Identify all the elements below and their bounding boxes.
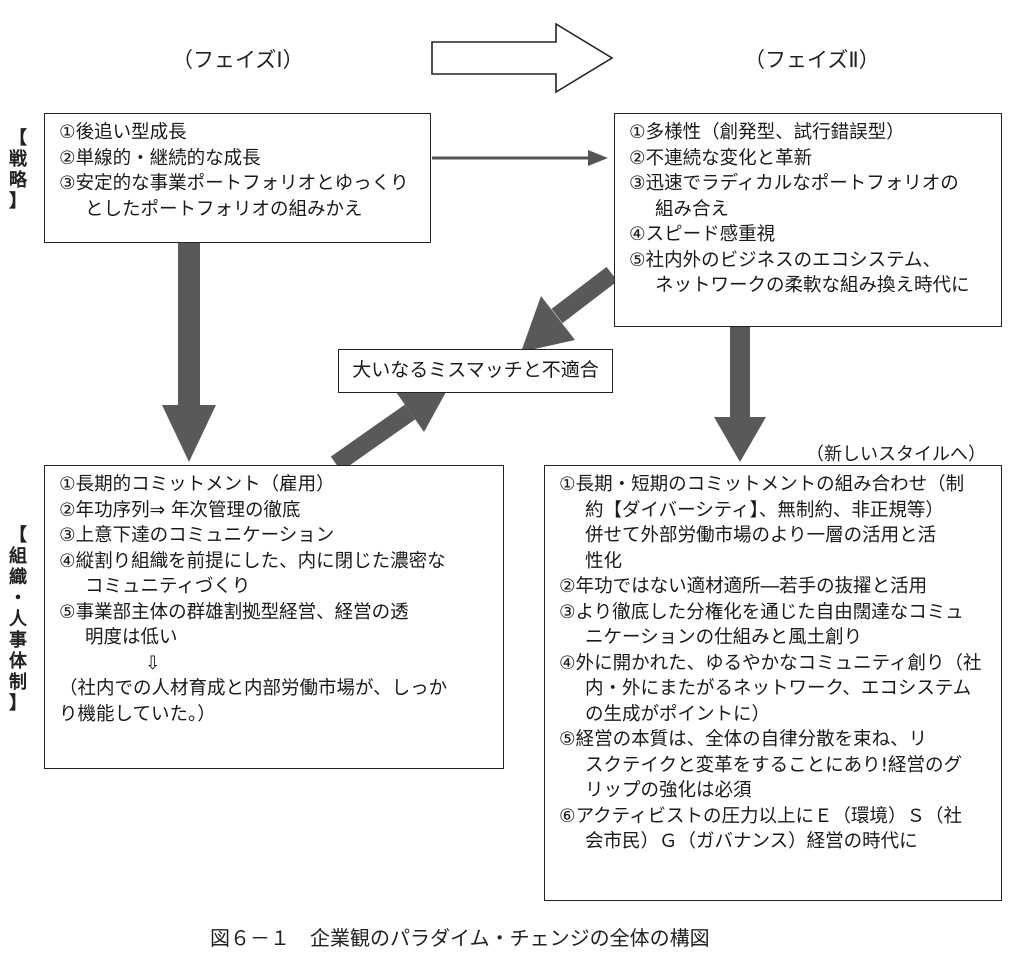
org-phase2-item: ④外に開かれた、ゆるやかなコミュニティ創り（社 xyxy=(559,652,982,674)
strategy-phase2-item: ②不連続な変化と革新 xyxy=(629,147,813,169)
mismatch-label: 大いなるミスマッチと不適合 xyxy=(352,359,599,381)
org-phase2-item-cont: 併せて外部労働市場のより一層の活用と活 xyxy=(585,525,937,546)
org-phase1-item-cont: 明度は低い xyxy=(85,627,178,648)
figure-caption: 図６－１ 企業観のパラダイム・チェンジの全体の構図 xyxy=(210,926,710,950)
strategy-connector-arrow xyxy=(432,150,608,166)
mismatch-box: 大いなるミスマッチと不適合 xyxy=(338,349,613,393)
strategy-phase2-item: ③迅速でラディカルなポートフォリオの xyxy=(629,173,959,194)
org-phase2-item-cont: 内・外にまたがるネットワーク、エコシステム xyxy=(585,678,972,699)
org-phase2-item: ①長期・短期のコミットメントの組み合わせ（制 xyxy=(559,474,965,495)
phase2-to-mismatch-arrow xyxy=(521,266,618,352)
org-phase2-item-cont: ニケーションの仕組みと風土創り xyxy=(585,627,863,648)
org-phase2-item: ⑥アクティビストの圧力以上にＥ（環境）Ｓ（社 xyxy=(559,805,963,827)
org-phase1-note: （社内での人材育成と内部労働市場が、しっか xyxy=(59,678,448,699)
phase1-org-to-mismatch-arrow xyxy=(330,392,446,472)
strategy-phase2-box: ①多様性（創発型、試行錯誤型） ②不連続な変化と革新 ③迅速でラディカルなポート… xyxy=(614,113,1002,327)
org-phase2-item-cont: 約【ダイバーシティ】、無制約、非正規等） xyxy=(585,499,944,521)
org-phase1-item-cont: コミュニティづくり xyxy=(85,576,251,597)
org-phase1-item: ②年功序列⇒ 年次管理の徹底 xyxy=(59,499,301,521)
strategy-phase2-item-cont: 組み合え xyxy=(655,198,730,220)
strategy-phase1-box: ①後追い型成長 ②単線的・継続的な成長 ③安定的な事業ポートフォリオとゆっくり … xyxy=(44,113,431,243)
org-phase2-box: ①長期・短期のコミットメントの組み合わせ（制 約【ダイバーシティ】、無制約、非正… xyxy=(544,465,1002,901)
phase2-label: （フェイズⅡ） xyxy=(744,48,880,72)
strategy-phase2-item: ④スピード感重視 xyxy=(629,224,776,245)
down-arrow-glyph: ⇩ xyxy=(145,652,161,674)
strategy-phase1-item-cont: としたポートフォリオの組みかえ xyxy=(85,198,363,220)
org-phase2-item: ⑤経営の本質は、全体の自律分散を束ね、リ xyxy=(559,729,928,750)
side-label-strategy: 【 戦 略 】 xyxy=(9,128,27,212)
org-phase2-item: ②年功ではない適材適所―若手の抜擢と活用 xyxy=(559,576,928,597)
side-label-organization: 【 組 織 ・ 人 事 体 制 】 xyxy=(9,525,27,714)
strategy-phase2-item: ①多様性（創発型、試行錯誤型） xyxy=(629,122,905,143)
org-phase1-item: ③上意下達のコミュニケーション xyxy=(59,525,335,546)
phase1-label: （フェイズⅠ） xyxy=(172,48,304,72)
strategy-phase2-item: ⑤社内外のビジネスのエコシステム、 xyxy=(629,249,942,271)
org-phase2-item-cont: 性化 xyxy=(585,550,623,572)
org-phase1-box: ①長期的コミットメント（雇用） ②年功序列⇒ 年次管理の徹底 ③上意下達のコミュ… xyxy=(44,465,504,769)
org-phase2-item-cont: 会市民）Ｇ（ガバナンス）経営の時代に xyxy=(585,831,918,852)
org-phase1-note: り機能していた。） xyxy=(59,703,216,725)
strategy-phase2-item-cont: ネットワークの柔軟な組み換え時代に xyxy=(655,275,970,296)
phase-transition-arrow xyxy=(431,22,614,94)
phase1-down-arrow xyxy=(162,243,216,462)
new-style-label: （新しいスタイルへ） xyxy=(806,444,986,465)
org-phase1-item: ④縦割り組織を前提にした、内に閉じた濃密な xyxy=(59,550,446,572)
strategy-phase1-item: ③安定的な事業ポートフォリオとゆっくり xyxy=(59,173,409,194)
strategy-phase1-item: ①後追い型成長 xyxy=(59,122,187,143)
org-phase1-item: ⑤事業部主体の群雄割拠型経営、経営の透 xyxy=(59,601,409,623)
org-phase1-item: ①長期的コミットメント（雇用） xyxy=(59,474,335,495)
org-phase2-item-cont: スクテイクと変革をすることにあり!経営のグ xyxy=(585,754,963,776)
org-phase2-item-cont: の生成がポイントに） xyxy=(585,703,771,725)
org-phase2-item: ③より徹底した分権化を通じた自由闊達なコミュ xyxy=(559,601,964,623)
phase2-down-arrow xyxy=(714,327,766,462)
strategy-phase1-item: ②単線的・継続的な成長 xyxy=(59,147,261,169)
org-phase2-item-cont: リップの強化は必須 xyxy=(585,780,752,801)
